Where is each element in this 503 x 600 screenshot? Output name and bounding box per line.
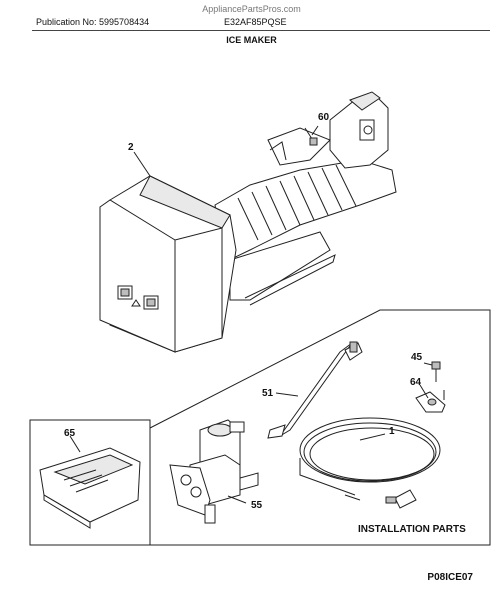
watermark: AppliancePartsPros.com	[202, 4, 301, 14]
ice-bucket-65[interactable]	[39, 447, 141, 529]
callout-65: 65	[64, 428, 76, 439]
publication-number: Publication No: 5995708434	[36, 17, 150, 27]
leader-lines	[69, 125, 433, 504]
fill-tube-51[interactable]	[267, 341, 363, 439]
callout-45: 45	[411, 352, 423, 363]
callout-2: 2	[128, 142, 134, 153]
water-valve-55[interactable]	[169, 419, 259, 524]
ice-maker-assembly[interactable]	[99, 91, 397, 353]
header-rule	[32, 30, 490, 31]
screw-60[interactable]	[304, 127, 318, 146]
callout-1: 1	[389, 426, 395, 437]
callout-64: 64	[410, 377, 422, 388]
model-number: E32AF85PQSE	[224, 17, 287, 27]
screw-45[interactable]	[431, 361, 441, 382]
callout-60: 60	[318, 112, 330, 123]
installation-parts-label: INSTALLATION PARTS	[358, 524, 466, 535]
section-title: ICE MAKER	[226, 35, 277, 45]
callout-55: 55	[251, 500, 263, 511]
figure-code: P08ICE07	[427, 572, 473, 583]
ice-bucket-box	[29, 419, 151, 546]
water-line-coil-1[interactable]	[299, 417, 441, 509]
callout-51: 51	[262, 388, 274, 399]
clamp-64[interactable]	[415, 390, 446, 413]
